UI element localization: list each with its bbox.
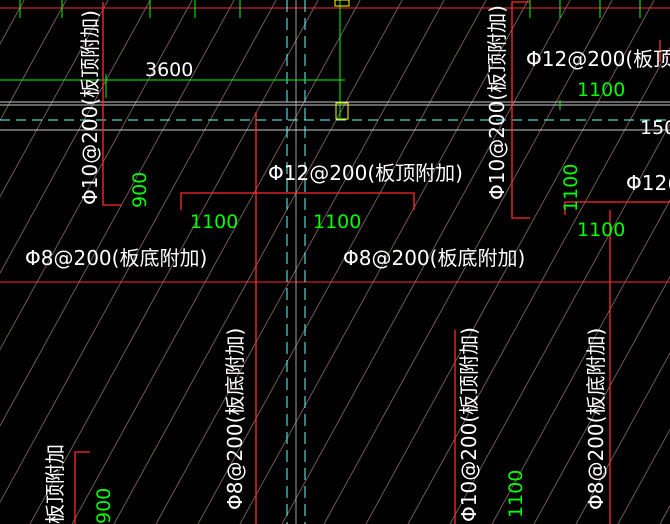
annotation-top-right-upper-1100: 1100 [577,79,625,101]
hatch-line [0,0,235,427]
hatch-line [449,123,670,524]
annotation-right-1100: 1100 [577,219,625,241]
annotation-top-left-900: 900 [129,172,151,208]
annotation-top-right-vertical: Φ10@200(板顶附加) [485,5,509,200]
hatch-line [281,0,571,524]
horizontal-grid-lines [0,101,670,131]
beam-edge-lines [0,7,670,283]
hatch-line [155,0,445,524]
hatch-line [0,0,193,351]
annotation-lower-mid-1100: 1100 [505,470,527,518]
annotation-top-right-upper: Φ12@200(板顶附加) [526,47,670,71]
hatch-line [0,0,277,504]
hatch-line [575,352,670,524]
hatch-line [71,0,361,524]
hatch-line [407,46,670,524]
annotation-bottom-center: Φ8@200(板底附加) [343,246,525,270]
dimension-3600 [0,74,345,98]
annotation-center-1100-left: 1100 [190,211,238,233]
hatch-line [533,275,670,524]
hatch-line [29,0,319,524]
hatch-line [239,0,529,524]
top-tick-marks [19,0,641,18]
hatch-line [113,0,403,524]
annotation-center-top: Φ12@200(板顶附加) [268,161,463,185]
hatch-line [617,428,670,524]
annotation-bottom-edge-900: 900 [93,488,115,524]
annotation-top-left-vertical: Φ10@200(板顶附加) [78,10,102,205]
annotation-bottom-edge-vertical: 板顶附加 [43,444,67,524]
annotation-bottom-left: Φ8@200(板底附加) [25,246,207,270]
hatch-line [365,0,655,524]
hatch-line [0,0,151,274]
dimension-label-150: 150 [640,117,670,139]
annotation-right-edge: Φ12( [626,171,670,195]
hatch-line [0,0,67,122]
hatch-line [197,0,487,524]
hatch-line [491,199,670,524]
annotation-lower-right-vertical: Φ8@200(板底附加) [584,328,608,510]
annotation-center-1100-right: 1100 [313,211,361,233]
annotation-lower-left-vertical: Φ8@200(板底附加) [223,328,247,510]
annotation-lower-mid-vertical: Φ10@200(板顶附加) [457,327,481,522]
dimension-label-3600: 3600 [145,59,193,81]
hatch-line [323,0,613,524]
annotation-top-right-vertical-1100: 1100 [560,164,582,212]
hatch-line [0,0,109,198]
column-markers [334,0,350,120]
rebar-lines [74,1,670,524]
vertical-axis-lines [286,0,341,524]
